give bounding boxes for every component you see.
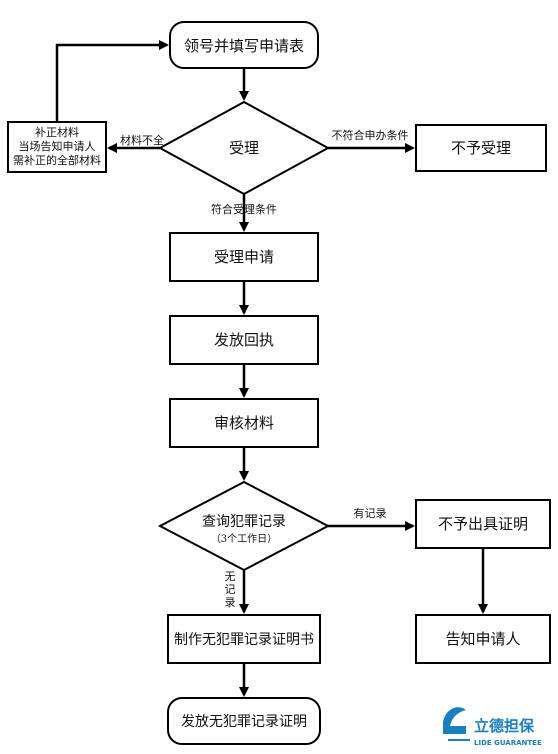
- supplement-line-2: 当场告知申请人: [19, 139, 96, 153]
- query-decision-note: （3个工作日）: [211, 533, 277, 545]
- supplement-node: [7, 121, 107, 173]
- no-certificate-label: 不予出具证明: [438, 515, 528, 533]
- edge-label-incomplete: 材料不全: [120, 133, 164, 147]
- review-node: [169, 398, 319, 448]
- accept-application-node: [169, 232, 319, 282]
- notify-node: [415, 614, 551, 664]
- logo-name-en: LIDE GUARANTEE: [474, 739, 542, 747]
- supplement-line-3: 需补正的全部材料: [13, 153, 101, 167]
- issue-certificate-node: [167, 697, 321, 745]
- accept-application-label: 受理申请: [214, 248, 274, 266]
- accept-decision-label: 受理: [229, 139, 259, 157]
- issue-certificate-label: 发放无犯罪记录证明: [181, 714, 307, 730]
- reject-node-label: 不予受理: [451, 139, 511, 157]
- edge-label-no-record-2: 记: [225, 583, 236, 596]
- start-node-label: 领号并填写申请表: [184, 37, 304, 55]
- review-label: 审核材料: [214, 414, 274, 432]
- arrow-supplement-to-start: [55, 40, 169, 122]
- make-certificate-label: 制作无犯罪记录证明书: [174, 632, 314, 648]
- make-certificate-node: [167, 614, 321, 664]
- notify-label: 告知申请人: [445, 630, 520, 648]
- issue-receipt-label: 发放回执: [214, 331, 274, 349]
- edge-label-has-record: 有记录: [354, 506, 387, 520]
- edge-label-no-record-3: 录: [225, 596, 236, 609]
- no-certificate-node: [415, 499, 551, 549]
- supplement-line-1: 补正材料: [35, 125, 79, 139]
- logo-mark-icon: [443, 707, 466, 734]
- query-decision-label: 查询犯罪记录: [202, 514, 286, 530]
- reject-node: [415, 124, 547, 172]
- edge-label-not-eligible: 不符合申办条件: [332, 128, 409, 142]
- edge-label-eligible: 符合受理条件: [211, 202, 277, 216]
- logo-name-cn: 立德担保: [474, 717, 535, 735]
- issue-receipt-node: [169, 315, 319, 365]
- lide-logo: 立德担保 LIDE GUARANTEE: [443, 707, 542, 747]
- edge-label-no-record-1: 无: [225, 570, 236, 583]
